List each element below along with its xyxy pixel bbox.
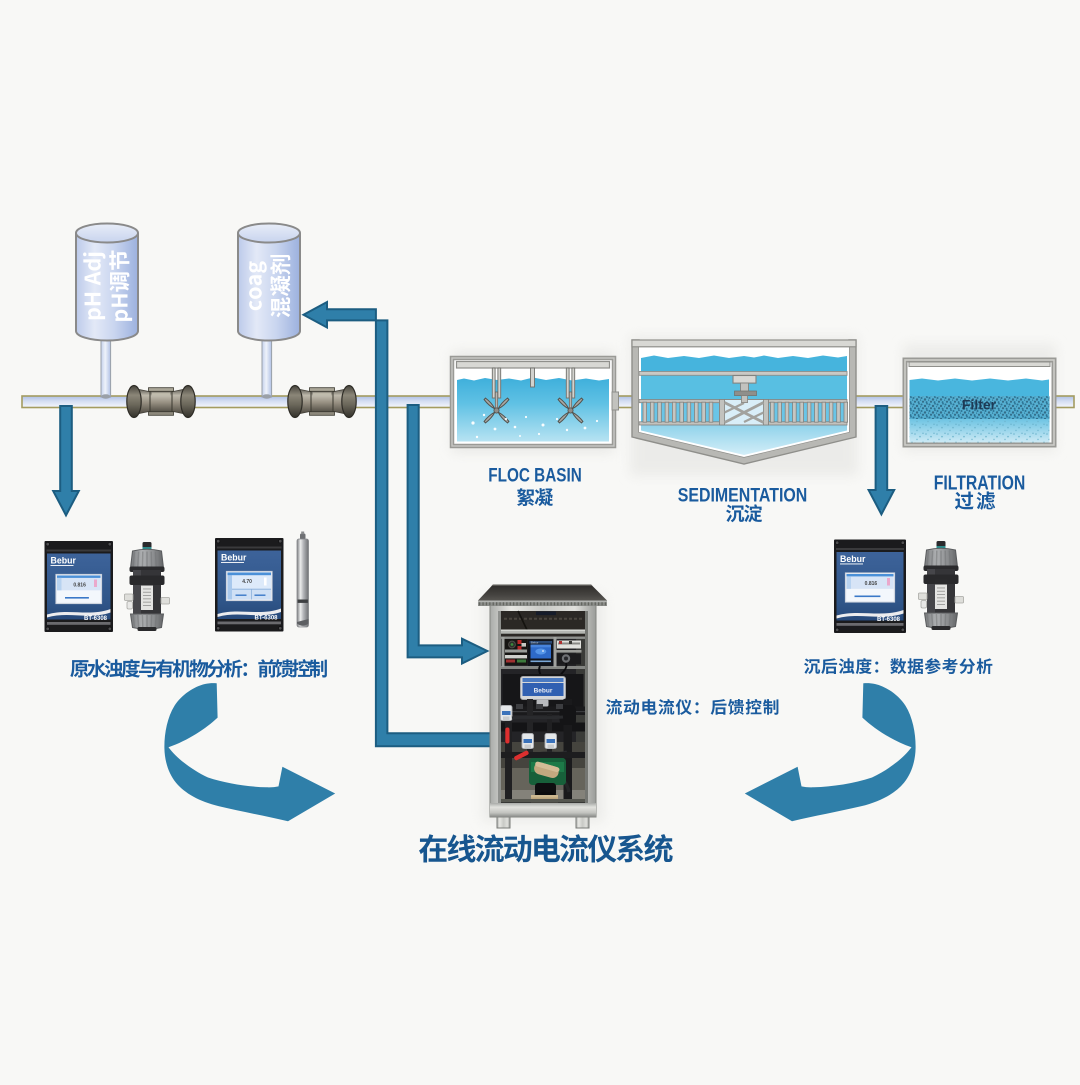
svg-text:0.816: 0.816 bbox=[865, 581, 878, 587]
svg-text:Bebur: Bebur bbox=[51, 556, 77, 566]
svg-text:0.816: 0.816 bbox=[73, 583, 86, 589]
svg-text:FLOC BASIN: FLOC BASIN bbox=[488, 465, 582, 487]
svg-text:Bebur: Bebur bbox=[840, 554, 866, 564]
svg-text:Bebur: Bebur bbox=[531, 641, 539, 645]
svg-text:Bebur: Bebur bbox=[221, 553, 247, 563]
svg-text:4.70: 4.70 bbox=[242, 579, 252, 585]
svg-text:BT-6308: BT-6308 bbox=[877, 617, 901, 623]
svg-text:BT-6308: BT-6308 bbox=[254, 616, 278, 622]
svg-text:SEDIMENTATION: SEDIMENTATION bbox=[678, 485, 808, 507]
svg-text:Filter: Filter bbox=[962, 397, 997, 413]
svg-text:Bebur: Bebur bbox=[534, 688, 553, 695]
svg-text:FILTRATION: FILTRATION bbox=[934, 472, 1026, 495]
svg-text:BT-6308: BT-6308 bbox=[84, 616, 108, 622]
